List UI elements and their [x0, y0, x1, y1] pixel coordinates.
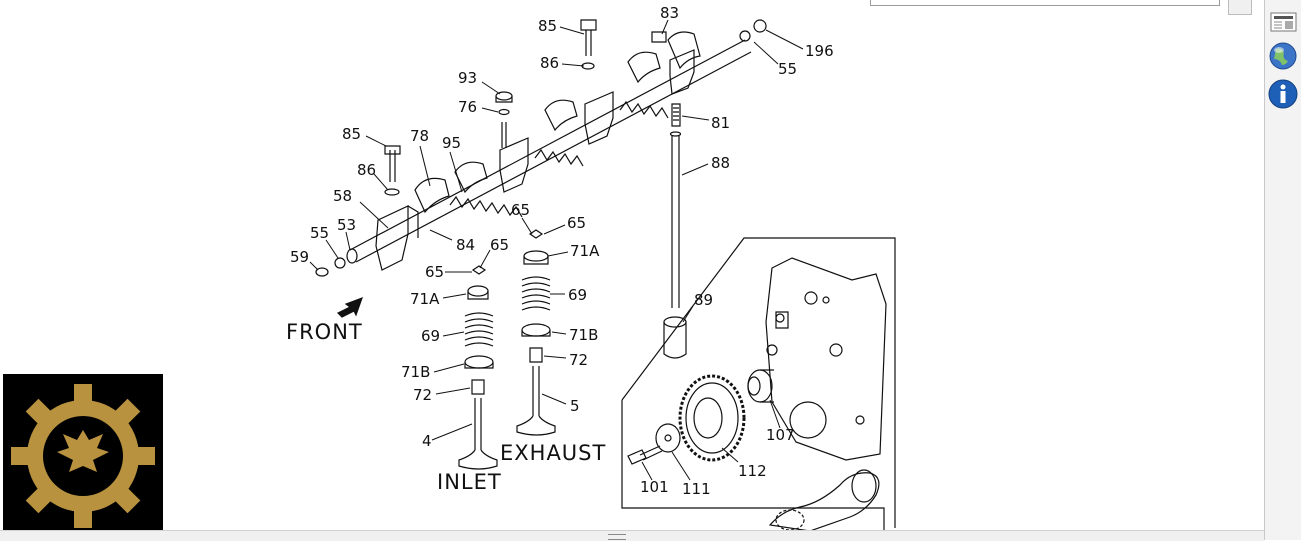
callout-69-left: 69: [421, 327, 440, 345]
front-arrow: [336, 296, 363, 318]
machinecatalogic-logo: [3, 374, 163, 537]
callout-111: 111: [682, 480, 711, 498]
callout-78: 78: [410, 127, 429, 145]
callout-71A-left: 71A: [410, 290, 440, 308]
callout-58: 58: [333, 187, 352, 205]
rocker-shaft-assembly: [315, 19, 767, 277]
info-icon[interactable]: [1267, 78, 1300, 110]
exhaust-valve-stack: [516, 229, 556, 436]
scroll-grip[interactable]: [608, 534, 626, 540]
callout-83: 83: [660, 4, 679, 22]
callout-84: 84: [456, 236, 475, 254]
callout-85-left: 85: [342, 125, 361, 143]
callout-55-left: 55: [310, 224, 329, 242]
callout-72-right: 72: [569, 351, 588, 369]
callout-5: 5: [570, 397, 580, 415]
callout-107: 107: [766, 426, 795, 444]
callout-101: 101: [640, 478, 669, 496]
callout-4: 4: [422, 432, 432, 450]
newspaper-icon[interactable]: [1267, 4, 1300, 36]
callout-71B-left: 71B: [401, 363, 430, 381]
inlet-valve-stack: [458, 265, 498, 470]
callout-65-left: 65: [425, 263, 444, 281]
callout-81: 81: [711, 114, 730, 132]
gear-inset: [621, 237, 896, 530]
horizontal-scrollbar[interactable]: [0, 530, 1264, 541]
callout-196: 196: [805, 42, 834, 60]
top-panel: [870, 0, 1220, 6]
callout-71A-right: 71A: [570, 242, 600, 260]
front-label: FRONT: [286, 320, 363, 344]
leader-lines: [309, 19, 804, 481]
vertical-scrollbar[interactable]: [1228, 0, 1252, 15]
callout-65-top: 65: [511, 201, 530, 219]
exhaust-label: EXHAUST: [500, 441, 606, 465]
callout-89: 89: [694, 291, 713, 309]
callout-55: 55: [778, 60, 797, 78]
inlet-label: INLET: [437, 470, 502, 494]
callout-53: 53: [337, 216, 356, 234]
callout-76: 76: [458, 98, 477, 116]
callout-59: 59: [290, 248, 309, 266]
callout-labels: 85 83 196 86 55 93 76 81 85 78 95 88 86 …: [286, 4, 834, 498]
parts-diagram: 85 83 196 86 55 93 76 81 85 78 95 88 86 …: [286, 4, 896, 530]
callout-86-left: 86: [357, 161, 376, 179]
callout-85: 85: [538, 17, 557, 35]
globe-icon[interactable]: [1267, 40, 1300, 72]
push-rod: [663, 103, 687, 359]
callout-65-mid: 65: [490, 236, 509, 254]
side-toolbar: [1264, 0, 1301, 540]
callout-72-left: 72: [413, 386, 432, 404]
callout-65-right: 65: [567, 214, 586, 232]
callout-112: 112: [738, 462, 767, 480]
callout-88: 88: [711, 154, 730, 172]
callout-86: 86: [540, 54, 559, 72]
diagram-viewer[interactable]: 85 83 196 86 55 93 76 81 85 78 95 88 86 …: [0, 0, 1262, 530]
callout-69-right: 69: [568, 286, 587, 304]
callout-93: 93: [458, 69, 477, 87]
callout-95: 95: [442, 134, 461, 152]
callout-71B-right: 71B: [569, 326, 598, 344]
